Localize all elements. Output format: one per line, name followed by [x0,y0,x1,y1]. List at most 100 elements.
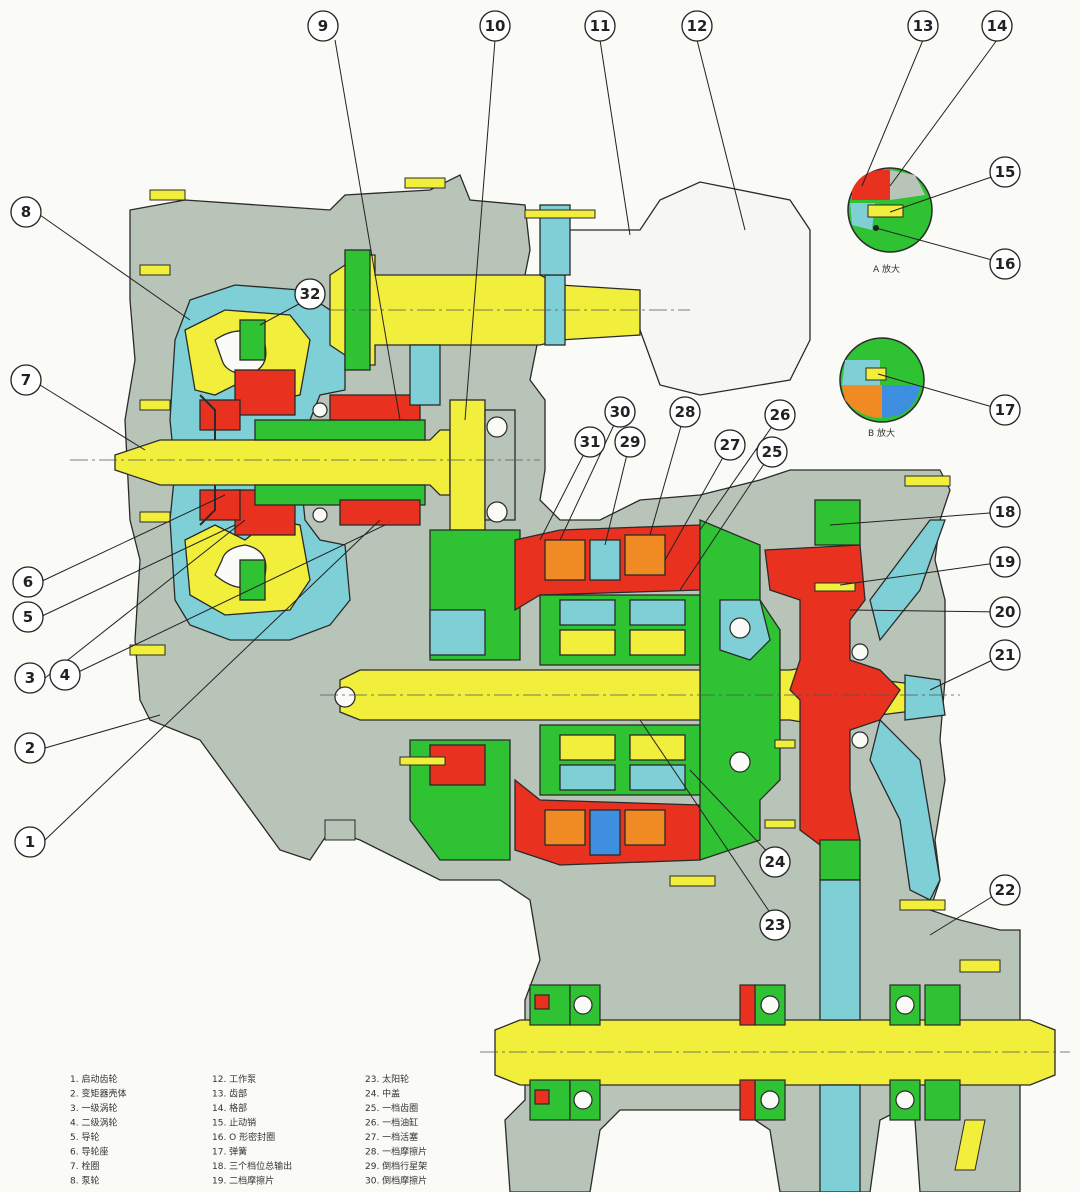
center-lines [70,309,1070,1053]
callout-circle [989,156,1021,188]
callout-number: 31 [580,433,601,451]
bearings [312,402,961,1121]
callout-circle [981,10,1013,42]
inset-a-caption: A 放大 [873,263,900,275]
legend-item: 1. 启动齿轮 [70,1073,117,1085]
callout-circle [479,10,511,42]
output-hub [764,499,946,1192]
legend-item: 17. 弹簧 [212,1146,247,1158]
callout-circle [604,396,636,428]
callout-number: 17 [995,401,1016,419]
callout-number: 13 [913,17,934,35]
legend-item: 3. 一级涡轮 [70,1102,117,1114]
legend-item: 23. 太阳轮 [365,1073,409,1085]
callout-number: 1 [25,833,35,851]
callout-6: 6 [12,566,44,598]
callout-19: 19 [989,546,1021,578]
legend-item: 26. 一档油缸 [365,1117,418,1129]
callout-circle [14,732,46,764]
planetary-gearbox [409,519,781,866]
legend-item: 25. 一档齿圈 [365,1102,418,1114]
callout-number: 5 [23,608,33,626]
callout-number: 6 [23,573,33,591]
callout-circle [756,436,788,468]
callout-15: 15 [989,156,1021,188]
callout-number: 12 [687,17,708,35]
callout-11: 11 [584,10,616,42]
callout-26: 26 [764,399,796,431]
callout-circle [907,10,939,42]
legend-item: 2. 变矩器壳体 [70,1088,126,1100]
callout-number: 7 [21,371,31,389]
callout-circle [989,596,1021,628]
callout-circle [14,826,46,858]
callout-number: 32 [300,285,321,303]
callout-8: 8 [10,196,42,228]
callout-number: 23 [765,916,786,934]
callout-circle [12,566,44,598]
callout-30: 30 [604,396,636,428]
callout-number: 22 [995,881,1016,899]
callout-24: 24 [759,846,791,878]
legend-item: 19. 二档摩擦片 [212,1175,274,1187]
callout-number: 8 [21,203,31,221]
legend-item: 14. 格部 [212,1102,247,1114]
legend-item: 15. 止动销 [212,1117,256,1129]
callout-circle [989,496,1021,528]
legend-item: 8. 泵轮 [70,1175,99,1187]
callout-number: 30 [610,403,631,421]
callout-25: 25 [756,436,788,468]
callout-circle [669,396,701,428]
leader-lines [39,39,1004,936]
callout-circle [759,846,791,878]
callout-circle [681,10,713,42]
callout-circle [574,426,606,458]
legend-item: 4. 二级涡轮 [70,1117,117,1129]
callout-22: 22 [989,874,1021,906]
callout-number: 16 [995,255,1016,273]
callout-circle [614,426,646,458]
callout-32: 32 [294,278,326,310]
legend-item: 13. 齿部 [212,1088,247,1100]
callout-23: 23 [759,909,791,941]
callout-circle [989,639,1021,671]
callout-number: 14 [987,17,1008,35]
legend-item: 24. 中盖 [365,1088,400,1100]
callout-number: 21 [995,646,1016,664]
legend-item: 29. 倒档行星架 [365,1160,427,1172]
callout-number: 9 [318,17,328,35]
callout-13: 13 [907,10,939,42]
inset-a-detail: A 放大 [847,167,933,275]
callout-circle [49,659,81,691]
callout-circle [584,10,616,42]
callout-number: 28 [675,403,696,421]
callout-number: 27 [720,436,741,454]
callout-17: 17 [989,394,1021,426]
callout-number: 4 [60,666,70,684]
callout-16: 16 [989,248,1021,280]
callout-1: 1 [14,826,46,858]
callout-number: 15 [995,163,1016,181]
bolts [129,177,1001,1171]
callout-circle [307,10,339,42]
callout-circle [989,874,1021,906]
callout-circle [10,364,42,396]
callout-circle [764,399,796,431]
callout-circle [14,662,46,694]
callout-number: 24 [765,853,786,871]
legend-item: 6. 导轮座 [70,1146,108,1158]
callout-28: 28 [669,396,701,428]
callout-number: 25 [762,443,783,461]
callout-18: 18 [989,496,1021,528]
callout-number: 10 [485,17,506,35]
callout-7: 7 [10,364,42,396]
callout-14: 14 [981,10,1013,42]
legend-item: 5. 导轮 [70,1131,99,1143]
callout-12: 12 [681,10,713,42]
callout-circle [989,248,1021,280]
callout-number: 3 [25,669,35,687]
callout-20: 20 [989,596,1021,628]
callout-27: 27 [714,429,746,461]
